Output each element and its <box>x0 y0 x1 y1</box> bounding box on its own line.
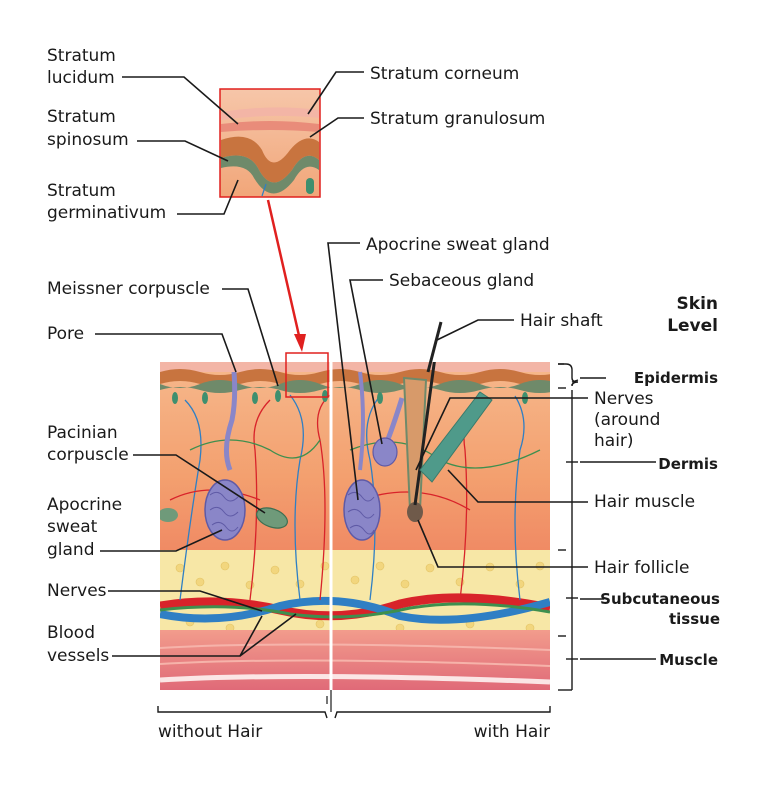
svg-text:vessels: vessels <box>47 646 109 666</box>
skin-level-heading: Skin Level <box>667 294 718 336</box>
svg-text:Stratum: Stratum <box>47 107 116 127</box>
svg-text:Dermis: Dermis <box>658 455 718 473</box>
svg-text:Apocrine sweat gland: Apocrine sweat gland <box>366 235 550 255</box>
level-muscle: Muscle <box>580 651 718 669</box>
svg-text:corpuscle: corpuscle <box>47 445 129 465</box>
level-brackets <box>558 363 579 691</box>
svg-text:Stratum corneum: Stratum corneum <box>370 64 519 84</box>
level-subcutaneous: Subcutaneous tissue <box>580 590 720 628</box>
level-epidermis: Epidermis <box>580 369 718 387</box>
zoom-arrow <box>266 199 306 352</box>
label-stratum-corneum: Stratum corneum <box>307 64 519 115</box>
svg-text:Pacinian: Pacinian <box>47 423 118 443</box>
label-stratum-spinosum: Stratum spinosum <box>47 107 229 162</box>
label-with-hair: with Hair <box>474 722 550 742</box>
svg-text:Level: Level <box>667 316 718 336</box>
svg-text:Hair muscle: Hair muscle <box>594 492 695 512</box>
label-blood-vessels: Blood vessels <box>47 613 297 666</box>
label-apocrine-sweat-gland-left: Apocrine sweat gland <box>47 495 223 560</box>
label-hair-shaft: Hair shaft <box>436 311 603 341</box>
label-pacinian-corpuscle: Pacinian corpuscle <box>47 423 266 514</box>
label-hair-muscle: Hair muscle <box>447 469 695 512</box>
label-stratum-lucidum: Stratum lucidum <box>47 46 239 125</box>
svg-text:(around: (around <box>594 410 660 430</box>
svg-text:Sebaceous gland: Sebaceous gland <box>389 271 534 291</box>
svg-text:tissue: tissue <box>669 610 720 628</box>
label-sebaceous-gland: Sebaceous gland <box>349 271 534 445</box>
label-stratum-granulosum: Stratum granulosum <box>309 109 545 138</box>
svg-text:Blood: Blood <box>47 623 95 643</box>
svg-text:hair): hair) <box>594 431 634 451</box>
svg-text:Skin: Skin <box>677 294 718 314</box>
level-dermis: Dermis <box>580 455 718 473</box>
bottom-bracket <box>157 706 551 719</box>
skin-cross-section <box>160 362 550 690</box>
svg-text:Hair shaft: Hair shaft <box>520 311 603 331</box>
svg-text:Stratum: Stratum <box>47 46 116 66</box>
label-without-hair: without Hair <box>158 722 262 742</box>
svg-text:gland: gland <box>47 540 95 560</box>
label-nerves-around-hair: Nerves (around hair) <box>415 389 660 471</box>
svg-text:Stratum: Stratum <box>47 181 116 201</box>
svg-text:Nerves: Nerves <box>47 581 107 601</box>
label-apocrine-sweat-gland-right: Apocrine sweat gland <box>327 235 550 501</box>
svg-text:Subcutaneous: Subcutaneous <box>600 590 720 608</box>
svg-text:Apocrine: Apocrine <box>47 495 122 515</box>
svg-text:Nerves: Nerves <box>594 389 654 409</box>
svg-text:lucidum: lucidum <box>47 68 115 88</box>
svg-text:spinosum: spinosum <box>47 130 129 150</box>
label-nerves-left: Nerves <box>47 581 263 612</box>
svg-text:Hair follicle: Hair follicle <box>594 558 689 578</box>
svg-text:Epidermis: Epidermis <box>634 369 718 387</box>
label-stratum-germinativum: Stratum germinativum <box>47 179 239 223</box>
zoom-region-box <box>285 352 329 398</box>
svg-text:Pore: Pore <box>47 324 84 344</box>
svg-text:Meissner corpuscle: Meissner corpuscle <box>47 279 210 299</box>
svg-text:Stratum granulosum: Stratum granulosum <box>370 109 545 129</box>
epidermis-inset <box>219 88 321 198</box>
svg-text:germinativum: germinativum <box>47 203 166 223</box>
label-pore: Pore <box>47 324 237 373</box>
svg-text:Muscle: Muscle <box>659 651 718 669</box>
label-hair-follicle: Hair follicle <box>417 519 689 578</box>
label-meissner-corpuscle: Meissner corpuscle <box>47 279 279 387</box>
svg-text:sweat: sweat <box>47 517 98 537</box>
